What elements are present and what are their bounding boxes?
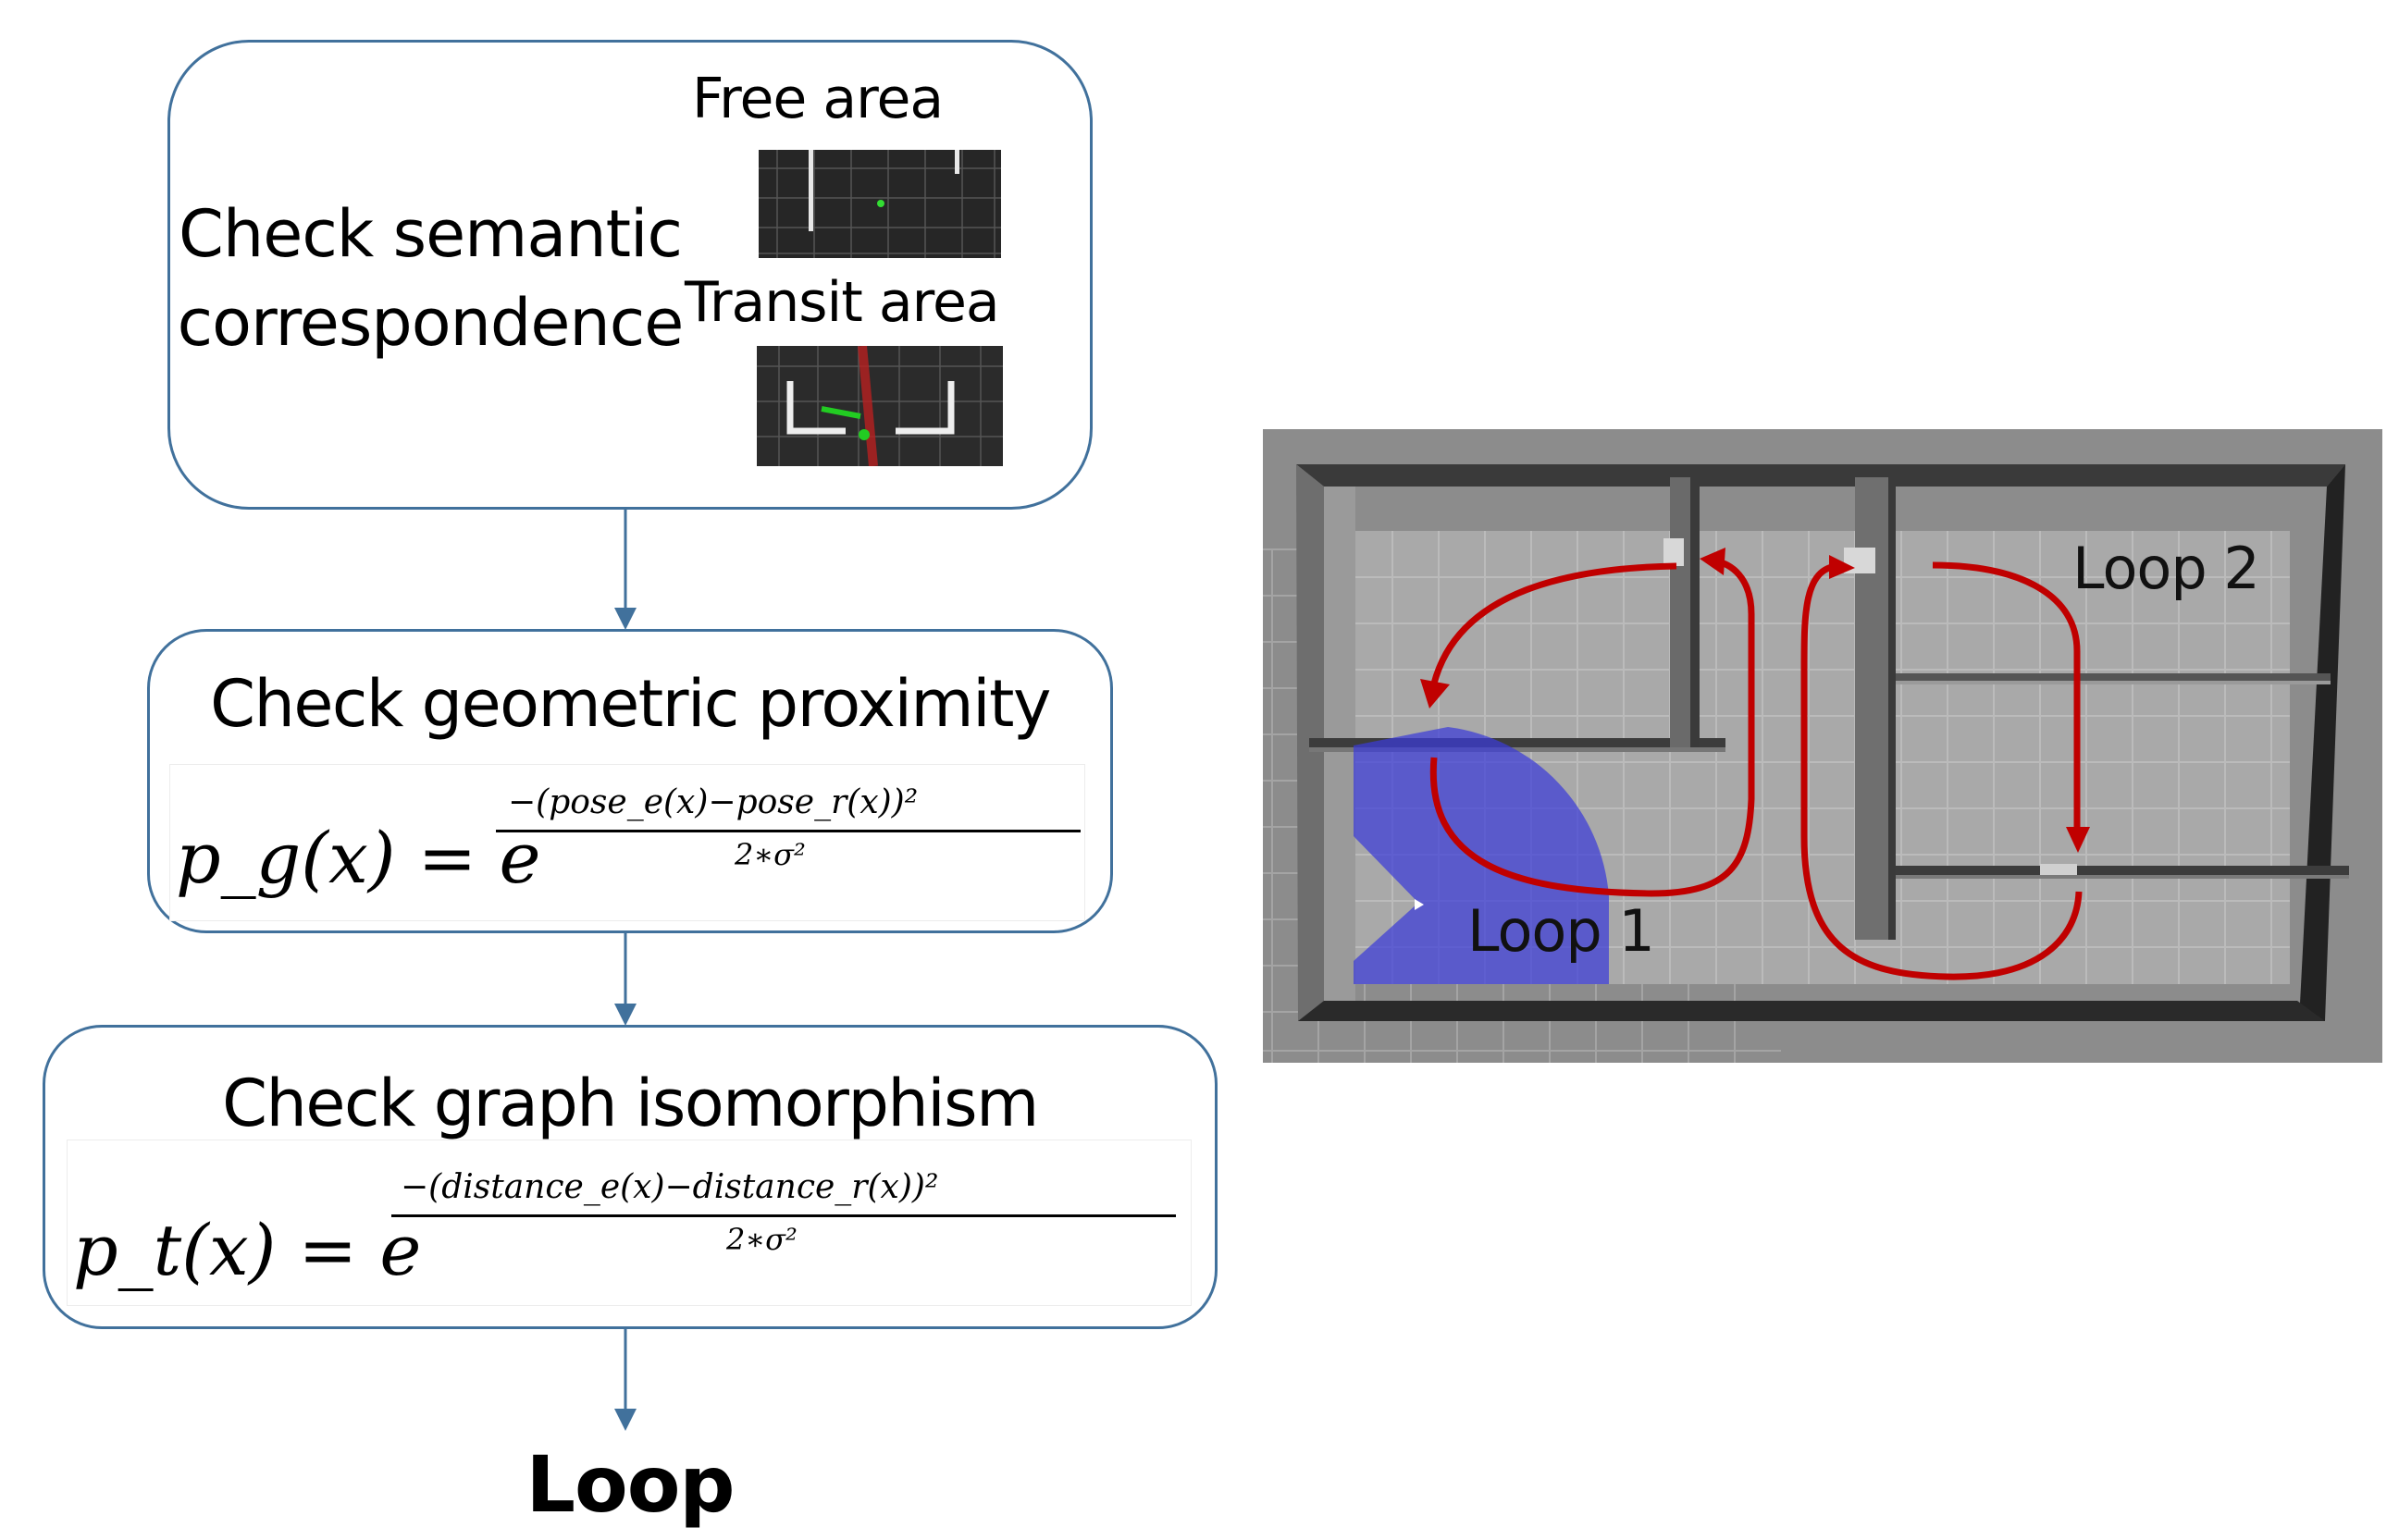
formula-denominator: 2∗σ² <box>726 1222 798 1257</box>
flow-arrow-1 <box>614 510 637 630</box>
transit-area-label: Transit area <box>685 270 1000 335</box>
loop1-label: Loop 1 <box>1467 897 1655 965</box>
loop-output-label: Loop <box>526 1439 735 1530</box>
formula-fraction-line <box>391 1214 1176 1217</box>
formula-denominator: 2∗σ² <box>735 837 806 872</box>
transit-area-image <box>757 346 1003 466</box>
formula-fraction-line <box>496 830 1081 832</box>
formula-numerator: −(distance_e(x)−distance_r(x))² <box>401 1168 939 1206</box>
semantic-check-title-line2: correspondence <box>177 285 685 361</box>
flow-arrow-2 <box>614 933 637 1026</box>
semantic-check-title-line1: Check semantic <box>179 196 683 272</box>
graph-isomorphism-title: Check graph isomorphism <box>222 1066 1039 1141</box>
geometric-proximity-formula: p_g(x) = e −(pose_e(x)−pose_r(x))² 2∗σ² <box>169 764 1085 921</box>
geometric-check-title: Check geometric proximity <box>210 666 1051 742</box>
graph-isomorphism-formula: p_t(x) = e −(distance_e(x)−distance_r(x)… <box>67 1140 1192 1306</box>
flow-arrow-3 <box>614 1329 637 1431</box>
formula-numerator: −(pose_e(x)−pose_r(x))² <box>508 783 919 821</box>
free-area-image <box>759 150 1001 258</box>
formula-lhs: p_g(x) = e <box>176 817 541 899</box>
free-area-label: Free area <box>692 67 944 131</box>
loop2-label: Loop 2 <box>2072 535 2260 602</box>
simulation-map <box>1263 429 2382 1063</box>
formula-lhs: p_t(x) = e <box>73 1209 422 1291</box>
